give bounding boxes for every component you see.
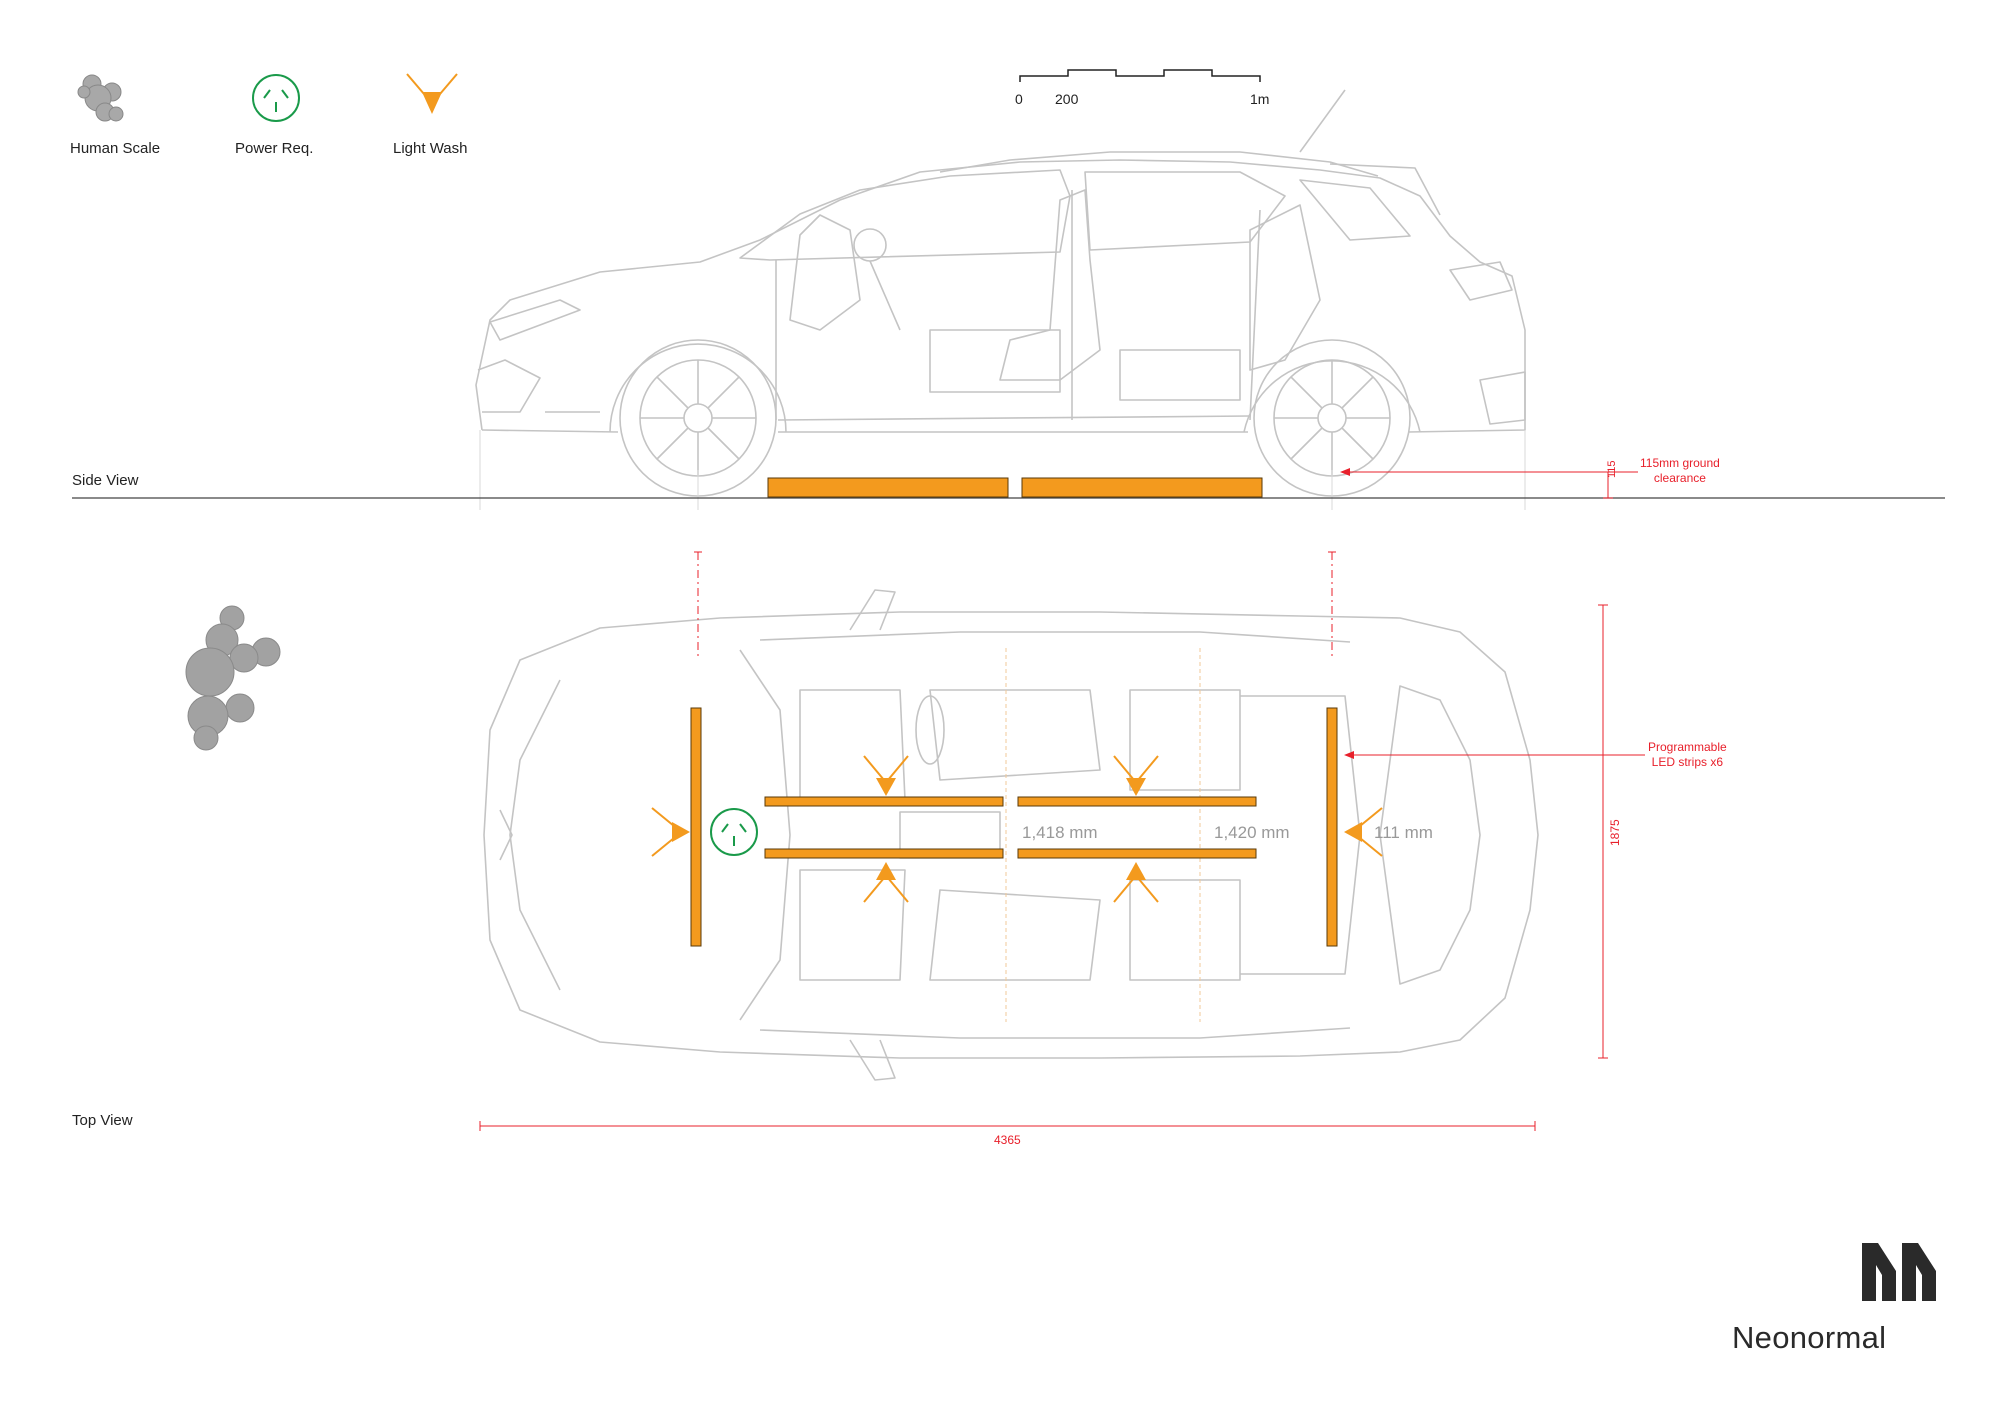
side-view-drawing (72, 89, 1945, 510)
led-strip-front-bar (690, 707, 702, 947)
scale-bar-graphic (1019, 69, 1261, 82)
dim-111-label: 111 mm (1374, 823, 1433, 842)
length-dimension-line (479, 1121, 1536, 1131)
side-view-title: Side View (72, 472, 139, 489)
width-dimension-line (1598, 604, 1608, 1059)
led-strip-right-front (764, 848, 1004, 859)
legend: Human Scale Power Req. Light Wash (60, 60, 500, 170)
scale-tick-1m: 1m (1250, 91, 1270, 107)
scale-tick-0: 0 (1015, 91, 1023, 107)
length-dim-label: 4365 (994, 1133, 1021, 1147)
axle-guides (694, 551, 1336, 656)
power-socket-icon (252, 74, 300, 122)
light-wash-marker-3 (863, 862, 909, 903)
top-view-car-outline (483, 589, 1539, 1081)
human-figure-top (185, 605, 281, 751)
brand-name: Neonormal (1732, 1320, 1887, 1355)
top-view-drawing (479, 551, 1645, 1131)
dim-1418-label: 1,418 mm (1022, 823, 1098, 842)
light-wash-marker-4 (1113, 862, 1159, 903)
power-socket-icon-top (710, 808, 758, 856)
led-strip-left-front (764, 796, 1004, 807)
side-led-strip-rear (1021, 477, 1263, 498)
legend-human-scale-label: Human Scale (70, 140, 161, 157)
light-wash-marker-5 (651, 807, 690, 857)
scale-bar: 0 200 1m (1010, 64, 1280, 114)
side-led-strip-front (767, 477, 1009, 498)
human-scale-icon (77, 74, 124, 122)
light-wash-icon (406, 73, 458, 114)
led-strips-label-line2: LED strips x6 (1651, 755, 1724, 769)
scale-tick-200: 200 (1055, 91, 1079, 107)
light-wash-markers (651, 755, 1383, 903)
light-wash-marker-6 (1344, 807, 1383, 857)
light-wash-marker-1 (863, 755, 909, 796)
light-wash-marker-2 (1113, 755, 1159, 796)
ground-clearance-label-line1: 115mm ground (1640, 456, 1720, 470)
led-strip-right-rear (1017, 848, 1257, 859)
neonormal-logo-mark (1862, 1243, 1936, 1301)
side-view-car-outline (475, 89, 1526, 433)
top-view-title: Top View (72, 1112, 133, 1129)
led-strips-label-line1: Programmable (1648, 740, 1727, 754)
dim-1420-label: 1,420 mm (1214, 823, 1290, 842)
led-strip-rear-bar (1326, 707, 1338, 947)
led-strip-left-rear (1017, 796, 1257, 807)
interior-measure-lines (1005, 648, 1201, 1022)
ground-clearance-label-line2: clearance (1653, 471, 1706, 485)
legend-light-wash-label: Light Wash (393, 140, 468, 157)
led-strips-label: Programmable LED strips x6 (1648, 740, 1727, 770)
legend-power-req-label: Power Req. (235, 140, 314, 157)
top-led-strips (690, 707, 1338, 947)
side-view-guides (479, 430, 1526, 510)
ground-clearance-dim: 115 (1606, 460, 1618, 478)
ground-clearance-label: 115mm ground clearance (1640, 456, 1720, 486)
width-dim-label: 1875 (1608, 819, 1622, 846)
